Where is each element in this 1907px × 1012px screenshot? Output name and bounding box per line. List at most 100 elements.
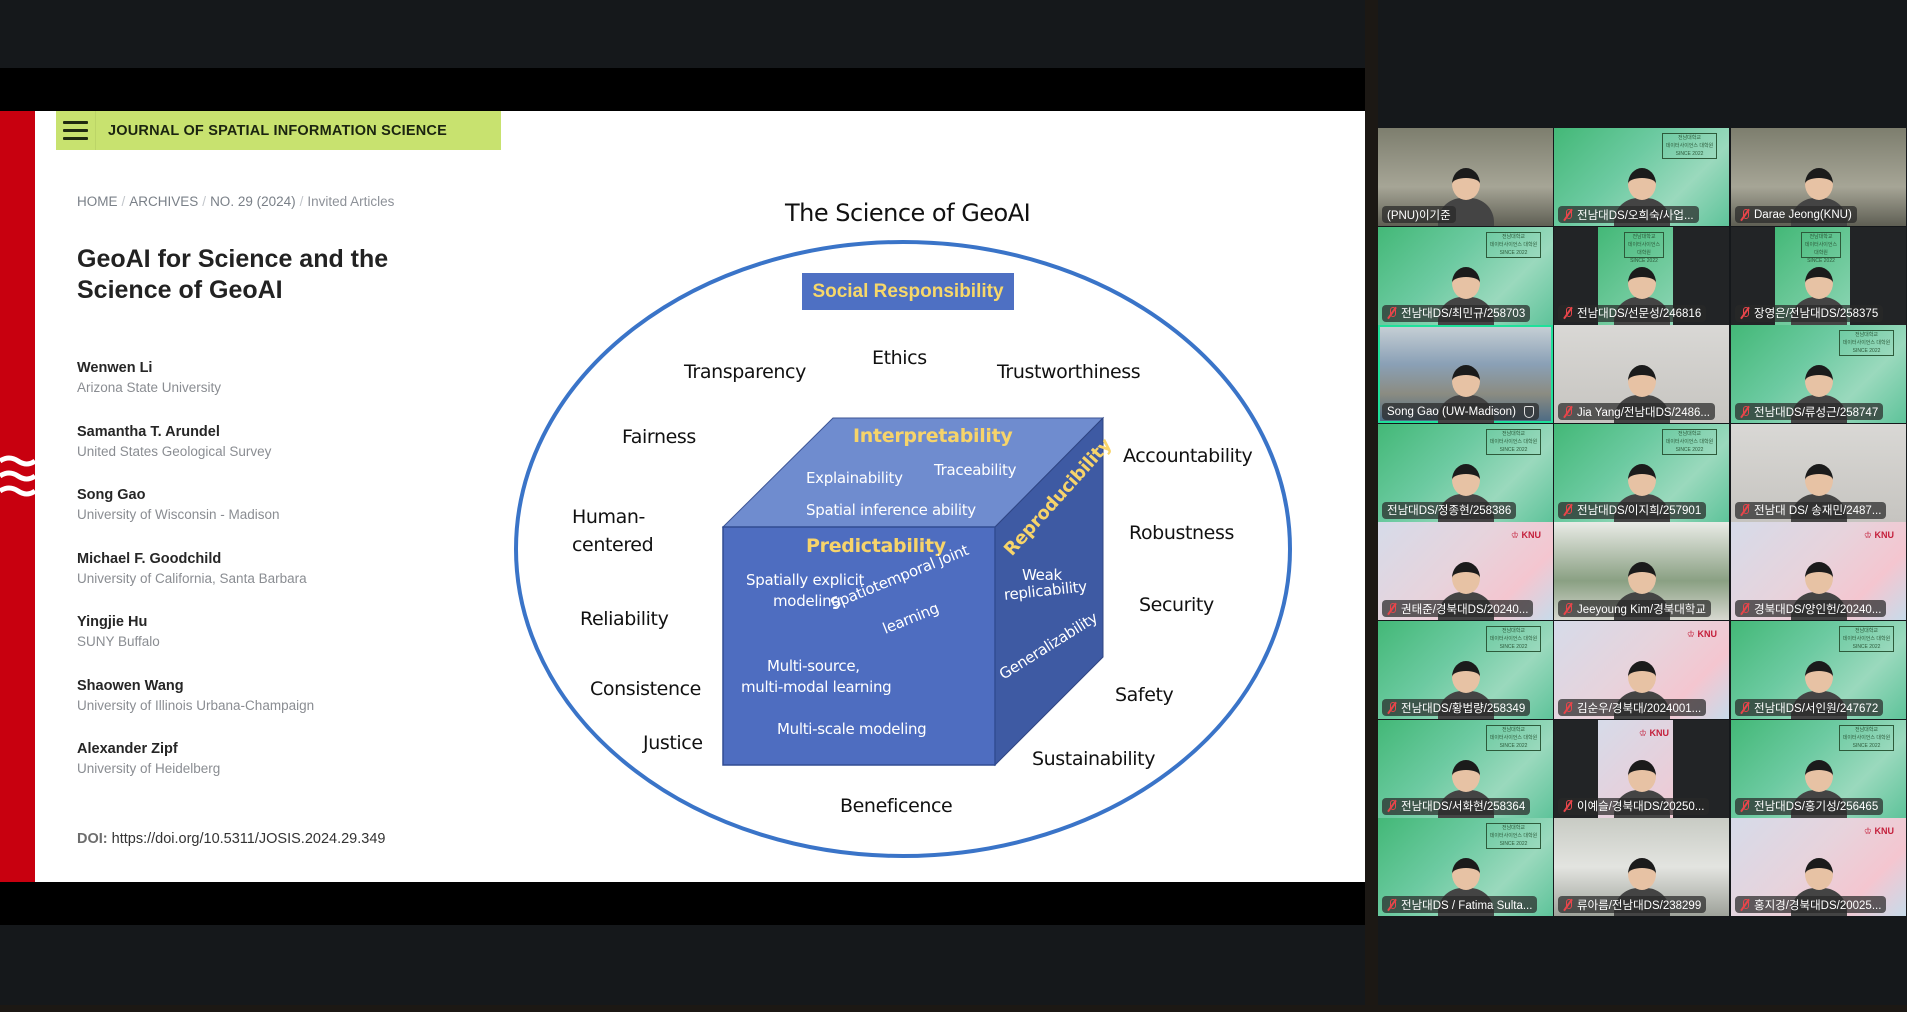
breadcrumb-home[interactable]: HOME	[77, 194, 118, 209]
journal-title[interactable]: JOURNAL OF SPATIAL INFORMATION SCIENCE	[108, 122, 447, 139]
participant-tile[interactable]: 전남대 DS/ 송재민/2487...	[1731, 423, 1906, 522]
participant-tile[interactable]: ♔ KNU 권태준/경북대DS/20240...	[1378, 522, 1553, 621]
participant-name-tag: Song Gao (UW-Madison)	[1382, 403, 1539, 421]
participant-name: 전남대DS/오희숙/사업...	[1577, 209, 1694, 222]
participant-name-tag: 권태준/경북대DS/20240...	[1382, 600, 1534, 618]
participant-name: Jia Yang/전남대DS/2486...	[1577, 406, 1710, 419]
participant-name: 전남대DS/서인원/247672	[1754, 702, 1879, 715]
breadcrumb: HOME/ARCHIVES/NO. 29 (2024)/Invited Arti…	[77, 194, 394, 209]
participant-tile[interactable]: ♔ KNU 김순우/경북대/2024001...	[1554, 621, 1729, 719]
participant-name-tag: 장영은/전남대DS/258375	[1735, 304, 1884, 322]
participant-name: 전남대 DS/ 송재민/2487...	[1754, 505, 1882, 518]
share-top-band	[0, 0, 1365, 68]
author-name: Alexander Zipf	[77, 741, 178, 757]
participant-name-tag: 류아름/전남대DS/238299	[1558, 896, 1707, 914]
multi-source-label: Multi-source,	[767, 657, 860, 675]
participant-tile[interactable]: (PNU)이기준	[1378, 128, 1553, 226]
author-name: Yingjie Hu	[77, 614, 148, 630]
term-consistence: Consistence	[590, 678, 701, 700]
weak-label: Weak	[1022, 566, 1062, 584]
participant-name: Song Gao (UW-Madison)	[1387, 405, 1516, 418]
author-affiliation: University of California, Santa Barbara	[77, 570, 307, 586]
breadcrumb-separator: /	[299, 194, 304, 209]
panel-divider[interactable]	[1365, 0, 1378, 1012]
breadcrumb-section: Invited Articles	[307, 194, 395, 209]
breadcrumb-issue[interactable]: NO. 29 (2024)	[210, 194, 296, 209]
author-affiliation: University of Wisconsin - Madison	[77, 507, 280, 522]
participant-name-tag: 김순우/경북대/2024001...	[1558, 699, 1707, 716]
term-security: Security	[1139, 594, 1214, 616]
participant-tile[interactable]: Jia Yang/전남대DS/2486...	[1554, 325, 1729, 424]
explainability-label: Explainability	[806, 469, 903, 487]
author-name: Samantha T. Arundel	[77, 423, 220, 440]
muted-mic-icon	[1563, 898, 1573, 911]
participant-name: 권태준/경북대DS/20240...	[1401, 603, 1529, 616]
diagram-shapes	[514, 240, 1292, 858]
participant-name-tag: 전남대DS/홍기성/256465	[1735, 797, 1884, 815]
participant-name-tag: Jeeyoung Kim/경북대학교	[1558, 600, 1711, 618]
participant-tile[interactable]: Jeeyoung Kim/경북대학교	[1554, 522, 1729, 621]
interpretability-heading: Interpretability	[853, 425, 1013, 447]
participant-name: Darae Jeong(KNU)	[1754, 208, 1852, 221]
muted-mic-icon	[1740, 701, 1750, 714]
spatial-inference-label: Spatial inference ability	[806, 501, 976, 519]
author-affiliation: University of Illinois Urbana-Champaign	[77, 697, 315, 713]
term-fairness: Fairness	[622, 426, 696, 448]
spatially-explicit-label: Spatially explicit	[746, 571, 865, 589]
participant-name-tag: Darae Jeong(KNU)	[1735, 206, 1857, 223]
breadcrumb-archives[interactable]: ARCHIVES	[129, 194, 199, 209]
muted-mic-icon	[1563, 800, 1573, 812]
journal-side-stripe	[0, 111, 35, 882]
hamburger-menu-icon[interactable]	[56, 111, 96, 150]
term-sustainability: Sustainability	[1032, 748, 1156, 770]
author-affiliation: University of Heidelberg	[77, 761, 221, 776]
knu-logo-icon: ♔ KNU	[1686, 629, 1717, 639]
knu-logo-icon: ♔ KNU	[1863, 826, 1894, 837]
breadcrumb-separator: /	[202, 194, 207, 209]
author-name: Song Gao	[77, 487, 146, 503]
participant-tile[interactable]: Song Gao (UW-Madison)	[1378, 325, 1553, 424]
participant-name: 전남대DS/홍기성/256465	[1754, 801, 1879, 814]
participant-name: 전남대DS / Fatima Sulta...	[1401, 899, 1533, 912]
knu-logo-icon: ♔ KNU	[1510, 530, 1541, 541]
term-human-centered-line1: Human-	[572, 506, 645, 528]
participant-tile[interactable]: Darae Jeong(KNU)	[1731, 128, 1906, 226]
participant-tile[interactable]: ♔ KNU 홍지경/경북대DS/20025...	[1731, 818, 1906, 917]
participant-name: 전남대DS/선문성/246816	[1577, 308, 1702, 321]
muted-mic-icon	[1563, 504, 1573, 516]
muted-mic-icon	[1387, 602, 1397, 615]
muted-mic-icon	[1563, 602, 1573, 615]
muted-mic-icon	[1563, 208, 1573, 221]
participant-name-tag: 전남대DS/이지희/257901	[1558, 501, 1707, 519]
participant-name: 이예슬/경북대DS/20250...	[1577, 801, 1705, 814]
participant-tile[interactable]: 류아름/전남대DS/238299	[1554, 818, 1729, 917]
participant-name: 전남대DS/정종현/258386	[1387, 505, 1512, 518]
doi-link[interactable]: https://doi.org/10.5311/JOSIS.2024.29.34…	[111, 831, 386, 847]
predictability-heading: Predictability	[806, 535, 946, 557]
participant-name: 홍지경/경북대DS/20025...	[1754, 899, 1882, 912]
